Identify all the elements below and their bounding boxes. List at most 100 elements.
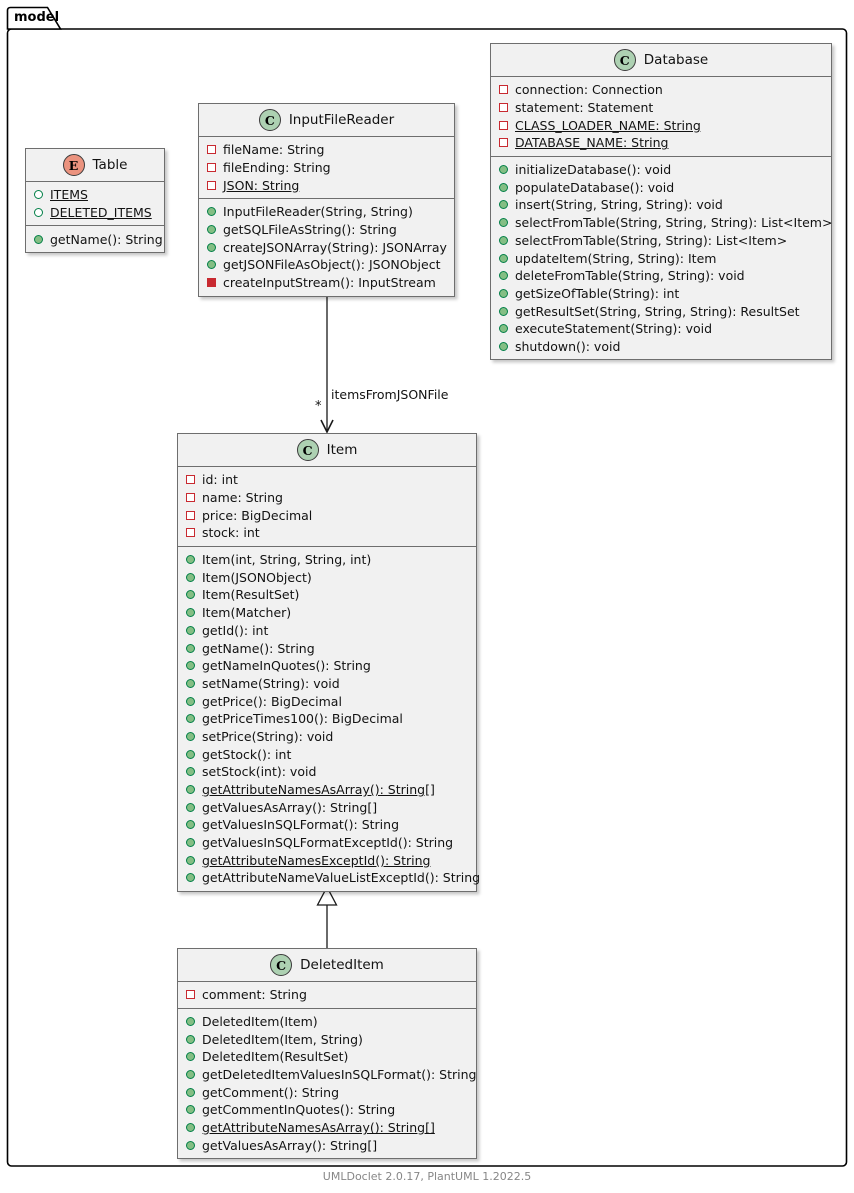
public-method-icon bbox=[207, 207, 216, 217]
member-text: getAttributeNamesExceptId(): String bbox=[202, 852, 431, 868]
member-row: getValuesInSQLFormat(): String bbox=[184, 816, 470, 834]
member-text: getNameInQuotes(): String bbox=[202, 658, 371, 674]
member-row: ITEMS bbox=[32, 186, 158, 204]
private-field-icon bbox=[499, 103, 508, 113]
private-field-icon bbox=[499, 85, 508, 95]
member-text: getDeletedItemValuesInSQLFormat(): Strin… bbox=[202, 1067, 477, 1083]
member-row: stock: int bbox=[184, 524, 470, 542]
public-method-icon bbox=[499, 341, 508, 351]
fields-compartment: comment: String bbox=[178, 982, 476, 1008]
public-method-icon bbox=[499, 165, 508, 175]
class-name: Table bbox=[92, 157, 128, 173]
member-text: getPrice(): BigDecimal bbox=[202, 693, 342, 709]
member-row: getJSONFileAsObject(): JSONObject bbox=[205, 256, 448, 274]
class-header: C DeletedItem bbox=[178, 949, 476, 982]
member-text: Item(ResultSet) bbox=[202, 587, 300, 603]
class-name: Item bbox=[326, 442, 358, 458]
public-method-icon bbox=[186, 749, 195, 759]
member-row: getName(): String bbox=[32, 230, 163, 248]
member-row: getPrice(): BigDecimal bbox=[184, 692, 470, 710]
frame-title: model bbox=[14, 10, 60, 25]
member-text: shutdown(): void bbox=[515, 338, 621, 354]
public-method-icon bbox=[499, 218, 508, 228]
fields-compartment: connection: Connection statement: Statem… bbox=[491, 77, 831, 156]
member-row: getId(): int bbox=[184, 622, 470, 640]
public-method-icon bbox=[186, 572, 195, 582]
public-method-icon bbox=[186, 802, 195, 812]
member-text: setStock(int): void bbox=[202, 764, 317, 780]
class-box-deleteditem: C DeletedItem comment: String DeletedIte… bbox=[177, 948, 477, 1160]
member-row: populateDatabase(): void bbox=[497, 178, 825, 196]
member-text: Item(int, String, String, int) bbox=[202, 552, 372, 568]
public-method-icon bbox=[499, 182, 508, 192]
member-row: DeletedItem(Item, String) bbox=[184, 1030, 470, 1048]
public-method-icon bbox=[499, 271, 508, 281]
member-text: fileName: String bbox=[223, 142, 325, 158]
member-text: DELETED_ITEMS bbox=[50, 205, 152, 221]
public-method-icon bbox=[186, 1105, 195, 1115]
member-text: Item(Matcher) bbox=[202, 605, 292, 621]
member-text: fileEnding: String bbox=[223, 160, 331, 176]
methods-compartment: DeletedItem(Item) DeletedItem(Item, Stri… bbox=[178, 1007, 477, 1159]
member-text: DeletedItem(Item) bbox=[202, 1014, 318, 1030]
member-row: price: BigDecimal bbox=[184, 506, 470, 524]
member-row: getAttributeNamesExceptId(): String bbox=[184, 851, 470, 869]
member-row: getCommentInQuotes(): String bbox=[184, 1101, 470, 1119]
member-text: connection: Connection bbox=[515, 82, 663, 98]
member-text: insert(String, String, String): void bbox=[515, 197, 723, 213]
public-method-icon bbox=[186, 838, 195, 848]
public-method-icon bbox=[499, 324, 508, 334]
member-row: getName(): String bbox=[184, 639, 470, 657]
member-text: selectFromTable(String, String, String):… bbox=[515, 215, 833, 231]
public-method-icon bbox=[499, 235, 508, 245]
member-text: getSizeOfTable(String): int bbox=[515, 285, 680, 301]
member-text: getValuesInSQLFormatExceptId(): String bbox=[202, 835, 454, 851]
member-text: getResultSet(String, String, String): Re… bbox=[515, 303, 800, 319]
member-text: getJSONFileAsObject(): JSONObject bbox=[223, 257, 441, 273]
member-text: DATABASE_NAME: String bbox=[515, 135, 669, 151]
fields-compartment: ITEMS DELETED_ITEMS bbox=[26, 182, 164, 225]
public-method-icon bbox=[186, 855, 195, 865]
public-method-icon bbox=[186, 820, 195, 830]
public-method-icon bbox=[186, 643, 195, 653]
member-text: statement: Statement bbox=[515, 100, 654, 116]
public-method-icon bbox=[186, 555, 195, 565]
fields-compartment: id: int name: String price: BigDecimal s… bbox=[178, 467, 476, 546]
public-method-icon bbox=[499, 288, 508, 298]
member-text: setPrice(String): void bbox=[202, 728, 334, 744]
member-row: deleteFromTable(String, String): void bbox=[497, 267, 825, 285]
public-method-icon bbox=[34, 234, 43, 244]
member-row: setPrice(String): void bbox=[184, 728, 470, 746]
public-method-icon bbox=[186, 1087, 195, 1097]
public-method-icon bbox=[499, 306, 508, 316]
public-method-icon bbox=[186, 714, 195, 724]
class-header: C Item bbox=[178, 434, 476, 467]
private-field-icon bbox=[207, 163, 216, 173]
member-row: getResultSet(String, String, String): Re… bbox=[497, 302, 825, 320]
member-text: DeletedItem(ResultSet) bbox=[202, 1049, 349, 1065]
private-field-icon bbox=[499, 138, 508, 148]
member-text: JSON: String bbox=[223, 177, 300, 193]
member-row: initializeDatabase(): void bbox=[497, 161, 825, 179]
private-field-icon bbox=[186, 493, 195, 503]
member-text: InputFileReader(String, String) bbox=[223, 204, 413, 220]
member-row: insert(String, String, String): void bbox=[497, 196, 825, 214]
methods-compartment: Item(int, String, String, int) Item(JSON… bbox=[178, 545, 480, 891]
member-text: deleteFromTable(String, String): void bbox=[515, 268, 745, 284]
public-method-icon bbox=[186, 731, 195, 741]
member-row: shutdown(): void bbox=[497, 338, 825, 356]
public-method-icon bbox=[186, 1052, 195, 1062]
member-text: ITEMS bbox=[50, 187, 88, 203]
private-field-icon bbox=[207, 180, 216, 190]
member-row: createJSONArray(String): JSONArray bbox=[205, 238, 448, 256]
public-method-icon bbox=[499, 200, 508, 210]
public-method-icon bbox=[499, 253, 508, 263]
class-header: E Table bbox=[26, 149, 164, 182]
public-method-icon bbox=[186, 608, 195, 618]
fields-compartment: fileName: String fileEnding: String JSON… bbox=[199, 137, 454, 198]
public-method-icon bbox=[186, 696, 195, 706]
class-name: Database bbox=[643, 52, 709, 68]
class-box-inputfilereader: C InputFileReader fileName: String fileE… bbox=[198, 103, 455, 297]
member-row: getNameInQuotes(): String bbox=[184, 657, 470, 675]
member-row: Item(JSONObject) bbox=[184, 568, 470, 586]
